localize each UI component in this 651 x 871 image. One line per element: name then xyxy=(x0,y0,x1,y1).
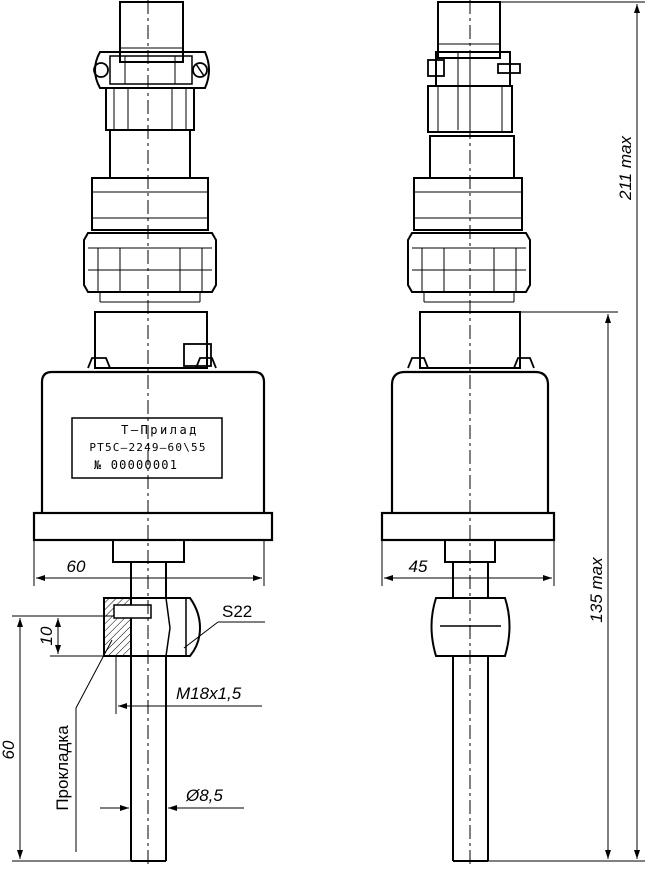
dim-flange-width-front: 60 xyxy=(67,557,86,576)
side-connector-bracket xyxy=(427,51,521,130)
dimension-lines xyxy=(12,1,645,862)
front-view: Т–Прилад РТ5С–2249–60\55 № 00000001 xyxy=(32,0,274,866)
dim-probe-diameter: Ø8,5 xyxy=(185,786,223,805)
dim-immersion-length: 60 xyxy=(0,740,18,759)
side-ribbed-coupling xyxy=(407,232,531,303)
dim-thread: M18x1,5 xyxy=(176,684,242,703)
front-neck xyxy=(87,311,217,369)
front-connector-top xyxy=(119,1,184,63)
dim-height-total: 211 max xyxy=(616,136,635,201)
side-neck xyxy=(407,311,535,369)
side-view xyxy=(380,0,556,866)
nameplate-line3: № 00000001 xyxy=(94,458,178,472)
front-upper-nut xyxy=(105,87,195,131)
front-gland-body xyxy=(109,129,191,179)
nameplate-line2: РТ5С–2249–60\55 xyxy=(89,441,206,454)
side-housing xyxy=(380,370,556,542)
dim-wrench-size: S22 xyxy=(222,602,252,621)
dim-flange-width-side: 45 xyxy=(409,557,428,576)
dim-nut-height: 10 xyxy=(37,626,56,645)
front-connector-bracket xyxy=(93,51,210,89)
side-hex-nut xyxy=(413,177,523,231)
side-connector-top xyxy=(437,1,501,59)
front-ribbed-coupling xyxy=(83,232,217,303)
front-housing xyxy=(32,370,274,542)
nameplate-line1: Т–Прилад xyxy=(121,423,199,437)
front-hex-nut xyxy=(91,177,209,231)
label-gasket: Прокладка xyxy=(53,725,72,811)
dim-height-probe: 135 max xyxy=(587,557,606,623)
side-gland-body xyxy=(429,135,515,179)
nameplate: Т–Прилад РТ5С–2249–60\55 № 00000001 xyxy=(71,417,223,479)
